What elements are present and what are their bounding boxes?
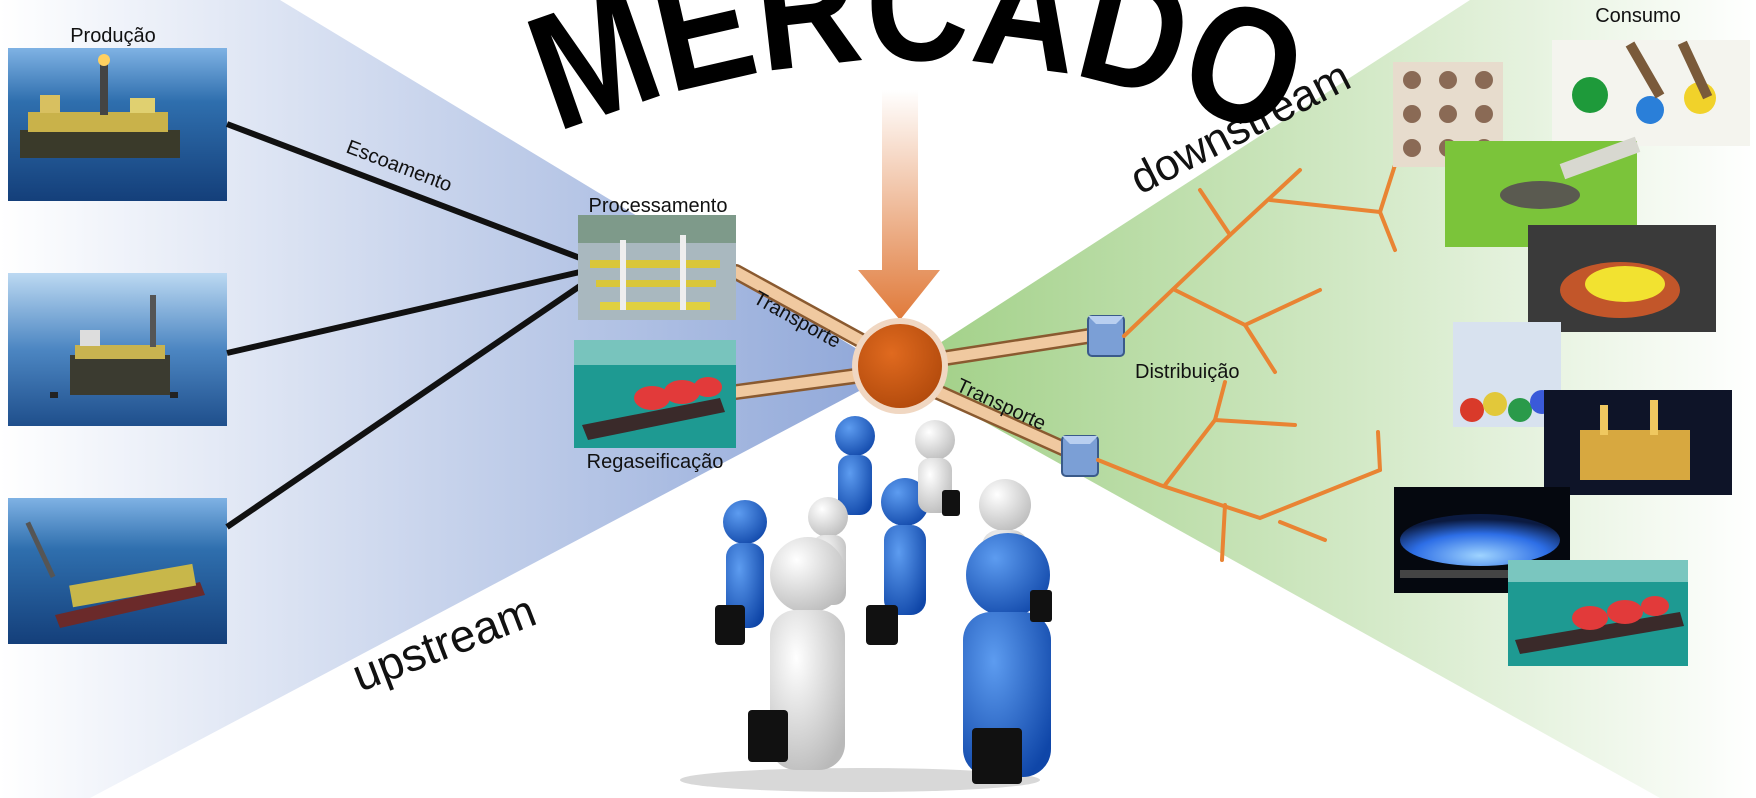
- refinery-icon: [1544, 390, 1732, 495]
- distribuicao-label: Distribuição: [1135, 361, 1239, 383]
- valve-icon: [1061, 435, 1099, 477]
- lng-ship-icon: [574, 340, 736, 448]
- business-people-icon: [680, 416, 1052, 792]
- consumo-label: Consumo: [1595, 5, 1681, 27]
- distribution-network: [1096, 163, 1397, 562]
- escoamento-pipelines: [225, 121, 582, 530]
- fpso-ship-icon: [8, 498, 227, 644]
- foundry-icon: [1528, 225, 1716, 332]
- paint-icon: [1552, 40, 1750, 146]
- producao-label: Produção: [70, 25, 156, 47]
- market-arrow: [858, 90, 940, 320]
- valve-icon: [1087, 315, 1125, 357]
- lng-terminal-icon: [1508, 560, 1688, 666]
- offshore-platform-icon: [8, 273, 227, 426]
- market-hub: [852, 318, 948, 414]
- regaseificacao-label: Regaseificação: [587, 451, 724, 473]
- processing-plant-icon: [578, 215, 736, 320]
- offshore-platform-icon: [8, 48, 227, 201]
- processamento-label: Processamento: [589, 195, 728, 217]
